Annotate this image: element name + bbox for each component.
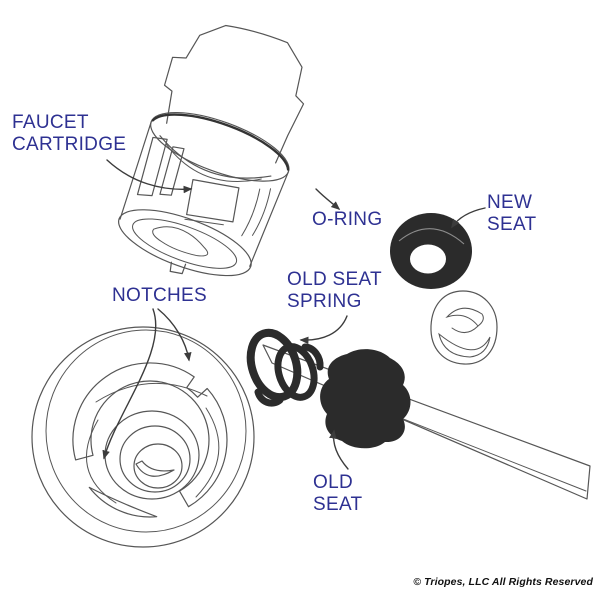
cartridge-rim [150, 111, 290, 182]
notches-arrow-right [157, 308, 192, 362]
new-spring-coil-lower [438, 332, 491, 358]
cartridge-inner-lip-2 [165, 143, 262, 182]
new-spring-coil-inner [451, 325, 479, 333]
new-seat-hole [410, 244, 446, 274]
coil-hook [301, 343, 324, 371]
cartridge-bottom-inner [132, 218, 238, 269]
old-seat-leader [329, 429, 349, 470]
bottom-view-wall-arc-right [195, 407, 220, 498]
new-seat-spring [430, 290, 498, 365]
cartridge-right-detail-1 [241, 188, 261, 237]
label-faucet-cartridge: FAUCET CARTRIDGE [12, 112, 127, 155]
callout-arrows [102, 159, 486, 470]
cartridge-slot-outer [136, 136, 168, 197]
bottom-view-bore-2 [119, 425, 191, 493]
old-seat-spring-coil [246, 328, 324, 407]
new-seat-ring [390, 213, 472, 289]
label-old-seat: OLD SEAT [313, 472, 363, 515]
label-o-ring: O-RING [312, 209, 383, 230]
label-old-seat-spring: OLD SEAT SPRING [287, 269, 382, 312]
cartridge-right-detail-2 [251, 188, 272, 236]
label-notches: NOTCHES [112, 285, 207, 306]
coil-loop-2 [274, 343, 318, 401]
cartridge-window [186, 179, 240, 223]
cartridge-inner-lip [159, 135, 272, 179]
bottom-view-wall-arc-left [85, 419, 117, 504]
bottom-view-bore-1 [104, 410, 200, 500]
cartridge-bottom-tab [169, 261, 187, 275]
cartridge-window-shadow [184, 218, 224, 226]
notches-arrow-left [102, 308, 157, 460]
new-seat-arrow [451, 207, 486, 229]
coil-loop-1 [246, 328, 302, 402]
label-new-seat: NEW SEAT [487, 192, 537, 235]
coil-tail [254, 388, 284, 407]
bottom-view-offset-circle [45, 329, 247, 533]
cartridge-bottom-keyway [152, 226, 209, 257]
new-spring-coil-upper [445, 307, 484, 327]
cartridge-body-side-right [249, 171, 289, 267]
cartridge-bottom-rim [118, 209, 252, 277]
o-ring-arrow [315, 188, 341, 210]
old-seat-rubber [320, 349, 411, 449]
faucet-cartridge-arrow [106, 159, 193, 194]
cartridge-cap-outline [163, 24, 305, 164]
bottom-view-outer-circle [31, 326, 255, 548]
bottom-view-notched-band [72, 362, 228, 508]
old-seat-spring-arrow [299, 315, 348, 345]
bottom-view-lower-band [88, 486, 158, 518]
cartridge-rim-dark-edge [151, 113, 290, 171]
cartridge-body-side-left [119, 121, 152, 220]
bottom-view-center-crescent [135, 460, 175, 477]
faucet-cartridge-drawing [118, 24, 305, 277]
cartridge-bottom-view [31, 326, 255, 548]
bottom-view-wall-arc-top [95, 382, 208, 403]
new-seat-highlight [398, 228, 465, 245]
new-spring-outline [430, 290, 498, 365]
bottom-view-bore-3 [133, 443, 183, 489]
copyright-text: © Triopes, LLC All Rights Reserved [413, 576, 593, 588]
cartridge-slot-inner [159, 146, 185, 196]
